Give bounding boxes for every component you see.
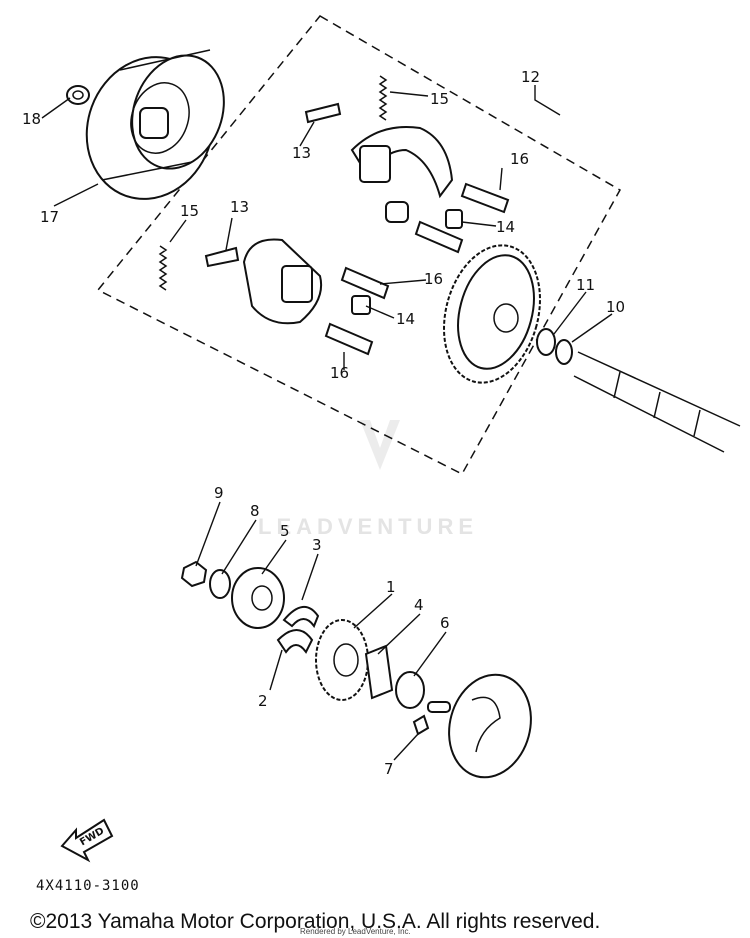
nut-9 — [180, 560, 208, 588]
callout-17: 17 — [40, 208, 59, 226]
plate-4 — [364, 644, 394, 700]
bush-upper — [385, 201, 463, 229]
plate-upper — [304, 102, 342, 124]
callout-15-upper: 15 — [430, 90, 449, 108]
callout-5: 5 — [280, 522, 290, 540]
leader-lines — [41, 85, 613, 761]
callout-10: 10 — [606, 298, 625, 316]
bush-6 — [395, 671, 425, 709]
clutch-housing — [85, 49, 225, 200]
callout-3: 3 — [312, 536, 322, 554]
fwd-arrow-icon: FWD — [60, 818, 114, 863]
callout-13-upper: 13 — [292, 144, 311, 162]
pin-upper — [460, 182, 510, 214]
callout-13-lower: 13 — [230, 198, 249, 216]
callout-7: 7 — [384, 760, 394, 778]
drive-disk — [448, 673, 532, 779]
callout-15-lower: 15 — [180, 202, 199, 220]
bush-lower — [351, 295, 371, 315]
callout-11: 11 — [576, 276, 595, 294]
callout-14-lower: 14 — [396, 310, 415, 328]
copyright-notice: ©2013 Yamaha Motor Corporation, U.S.A. A… — [30, 910, 600, 933]
shaft-pin — [427, 701, 451, 713]
callout-9: 9 — [214, 484, 224, 502]
callout-14-upper: 14 — [496, 218, 515, 236]
diagram-code: 4X4110-3100 — [36, 878, 140, 894]
pin-middle — [340, 220, 464, 300]
pin-lower — [324, 322, 374, 356]
clutch-plate-2 — [276, 629, 314, 654]
callout-16-lower: 16 — [330, 364, 349, 382]
watermark-text: LEADVENTURE — [258, 514, 478, 539]
one-way-clutch-5 — [231, 567, 285, 629]
clutch-shoe-upper — [350, 126, 454, 199]
key-7 — [412, 714, 430, 736]
rendered-by: Rendered by LeadVenture, Inc. — [300, 927, 411, 936]
leadventure-watermark: LEADVENTURE — [258, 420, 478, 539]
callout-12: 12 — [521, 68, 540, 86]
callout-4: 4 — [414, 596, 424, 614]
plate-lower — [204, 246, 240, 268]
washer-11 — [536, 328, 556, 356]
callout-1: 1 — [386, 578, 396, 596]
callout-18: 18 — [22, 110, 41, 128]
crankshaft — [573, 351, 741, 453]
washer-8 — [209, 569, 231, 599]
washer-10 — [555, 339, 573, 365]
clutch-plate-3 — [282, 606, 320, 629]
callout-16-middle: 16 — [424, 270, 443, 288]
spring-upper — [378, 75, 388, 121]
gear-1 — [315, 619, 369, 701]
callout-8: 8 — [250, 502, 260, 520]
spring-lower — [158, 245, 168, 291]
primary-gear — [443, 244, 541, 384]
callout-16-upper: 16 — [510, 150, 529, 168]
assembly-boundary — [96, 15, 622, 475]
callout-6: 6 — [440, 614, 450, 632]
callout-2: 2 — [258, 692, 268, 710]
clutch-shoe-lower — [242, 238, 322, 325]
nut-18 — [66, 85, 90, 105]
